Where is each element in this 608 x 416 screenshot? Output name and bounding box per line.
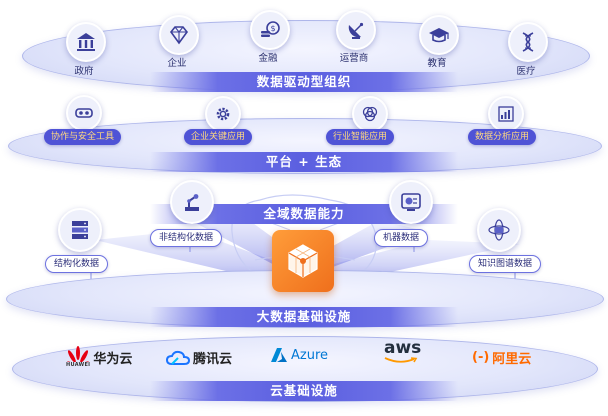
azure-name: Azure: [291, 347, 329, 363]
azure-logo: Azure: [270, 347, 328, 363]
org-label-government: 政府: [74, 66, 94, 77]
azure-a-icon: [271, 348, 287, 362]
capability-item-unstructured: 非结构化数据: [150, 229, 223, 247]
huawei-flower-icon: [67, 346, 90, 362]
data-cube-icon: [272, 230, 334, 292]
platform-item-analytics-apps: 数据分析应用: [468, 129, 537, 145]
enterprise-icon: [159, 15, 199, 55]
platform-item-industry-apps: 行业智能应用: [326, 129, 395, 145]
robot-arm-icon: [170, 180, 214, 224]
organizations-band: 数据驱动型组织: [150, 72, 458, 92]
aws-name: aws: [384, 338, 422, 358]
bigdata-band: 大数据基础设施: [150, 307, 458, 327]
tencent-name: 腾讯云: [193, 352, 233, 367]
tencent-cloud-icon: [166, 350, 190, 365]
capability-item-machine: 机器数据: [374, 229, 429, 247]
vr-headset-icon: [66, 95, 102, 131]
knowledge-graph-icon: [477, 208, 521, 252]
huawei-name: 华为云: [93, 351, 133, 367]
gear-icon: [205, 96, 241, 132]
dna-icon: [508, 22, 548, 62]
capability-item-knowledge-graph: 知识图谱数据: [469, 255, 542, 273]
satellite-dish-icon: [336, 10, 376, 50]
org-label-enterprise: 企业: [167, 58, 187, 69]
aws-logo: aws: [384, 340, 421, 364]
huawei-sub-label: HUAWEI: [66, 362, 91, 368]
government-icon: [66, 22, 106, 62]
aws-smile-arrow-icon: [384, 357, 418, 363]
platform-band: 平台 + 生态: [150, 152, 458, 172]
graduation-cap-icon: [419, 15, 459, 55]
svg-text:$: $: [270, 24, 275, 33]
analytics-chart-icon: [488, 96, 524, 132]
capability-band: 全域数据能力: [150, 204, 458, 224]
platform-item-collab-security: 协作与安全工具: [44, 129, 122, 145]
ai-brain-icon: [389, 180, 433, 224]
org-label-telecom: 运营商: [339, 53, 369, 64]
huawei-logo: HUAWEI 华为云: [66, 346, 132, 368]
org-label-finance: 金融: [258, 53, 278, 64]
aliyun-name: 阿里云: [492, 352, 532, 367]
org-label-education: 教育: [427, 58, 447, 69]
tencent-logo: 腾讯云: [166, 348, 232, 367]
cloud-band: 云基础设施: [150, 381, 458, 401]
server-rack-icon: [58, 208, 102, 252]
org-label-medical: 医疗: [516, 66, 536, 77]
aliyun-logo: (-) 阿里云: [472, 348, 531, 367]
platform-item-enterprise-apps: 企业关键应用: [184, 129, 253, 145]
aliyun-mark: (-): [472, 350, 490, 365]
capability-item-structured: 结构化数据: [45, 255, 109, 273]
finance-icon: $: [250, 10, 290, 50]
